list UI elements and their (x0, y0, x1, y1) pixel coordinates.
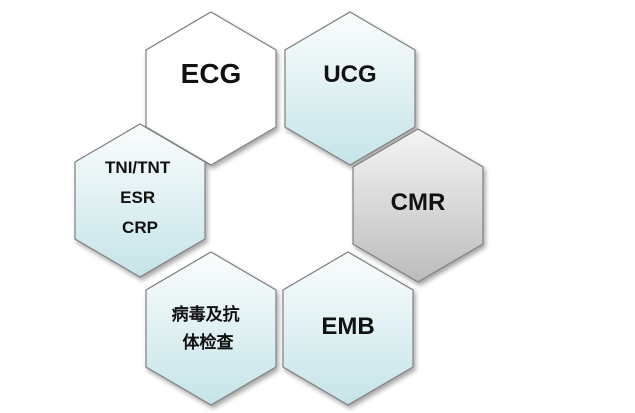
hexagon-antibody-test-shape (145, 251, 277, 406)
hexagon-emb: EMB (282, 251, 414, 406)
hexagon-cmr-label: CMR (391, 189, 446, 216)
hexagon-markers: TNI/TNT ESR CRP (74, 123, 206, 278)
hexagon-cmr: CMR (352, 128, 484, 283)
hexagon-emb-label: EMB (321, 313, 374, 340)
hexagon-antibody-test-label: 病毒及抗 体检查 (172, 304, 245, 352)
hexagon-markers-shape (74, 123, 206, 278)
hexagon-markers-label: TNI/TNT ESR CRP (105, 158, 175, 237)
hexagon-ucg-shape (284, 11, 416, 166)
hexagon-emb-shape (282, 251, 414, 406)
hexagon-antibody-test: 病毒及抗 体检查 (145, 251, 277, 406)
hexagon-cmr-shape (352, 128, 484, 283)
hexagon-ucg: UCG (284, 11, 416, 166)
hexagon-ucg-label: UCG (323, 61, 376, 88)
hexagon-ecg: ECG (145, 11, 277, 166)
hexagon-ecg-shape (145, 11, 277, 166)
hexagon-ecg-label: ECG (181, 58, 242, 89)
